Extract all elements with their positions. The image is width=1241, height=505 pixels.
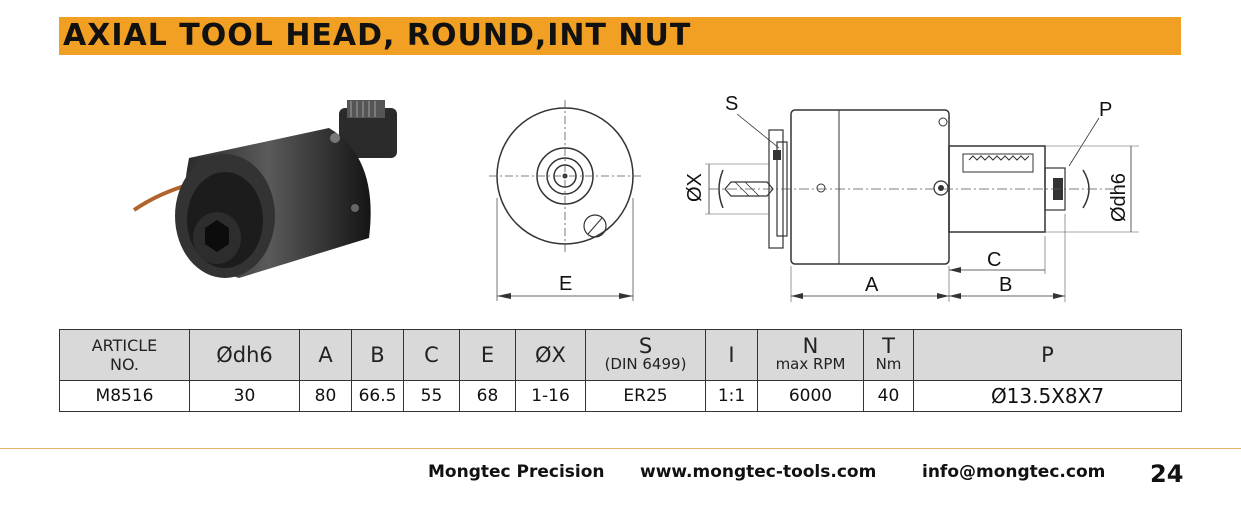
col-header-s: S(DIN 6499) [585,329,706,381]
footer-website[interactable]: www.mongtec-tools.com [640,462,877,482]
cell-b: 66.5 [351,380,404,412]
dim-label-a: A [865,274,879,296]
product-photo [132,100,397,278]
cell-n: 6000 [757,380,864,412]
footer-company: Mongtec Precision [428,462,605,482]
cell-e: 68 [459,380,516,412]
cell-x: 1-16 [515,380,586,412]
cell-t: 40 [863,380,914,412]
col-header-c: C [403,329,460,381]
dim-label-c: C [987,249,1001,271]
page-title: AXIAL TOOL HEAD, ROUND,INT NUT [63,18,692,53]
dim-label-p: P [1099,99,1112,121]
col-header-a: A [299,329,352,381]
footer-divider [0,448,1241,449]
dim-label-b: B [999,274,1012,296]
title-bar: AXIAL TOOL HEAD, ROUND,INT NUT [59,17,1181,55]
figure-area: E S ØX P [59,80,1181,310]
cell-p: Ø13.5X8X7 [913,380,1182,412]
dim-label-e: E [559,273,572,295]
page-number: 24 [1150,460,1184,488]
cell-dh6: 30 [189,380,300,412]
table-row: M8516 30 80 66.5 55 68 1-16 ER25 1:1 600… [59,380,1182,412]
dim-label-x: ØX [684,173,706,202]
col-header-e: E [459,329,516,381]
cell-s: ER25 [585,380,706,412]
col-header-i: I [705,329,758,381]
dim-label-dh6: Ødh6 [1108,173,1130,222]
cell-a: 80 [299,380,352,412]
col-header-b: B [351,329,404,381]
cell-i: 1:1 [705,380,758,412]
col-header-dh6: Ødh6 [189,329,300,381]
dim-label-s: S [725,93,738,115]
side-view-drawing: S ØX P Ødh6 [684,93,1139,302]
front-view-drawing: E [489,100,644,301]
col-header-x: ØX [515,329,586,381]
col-header-p: P [913,329,1182,381]
cell-c: 55 [403,380,460,412]
footer-email[interactable]: info@mongtec.com [922,462,1106,482]
cell-article: M8516 [59,380,190,412]
